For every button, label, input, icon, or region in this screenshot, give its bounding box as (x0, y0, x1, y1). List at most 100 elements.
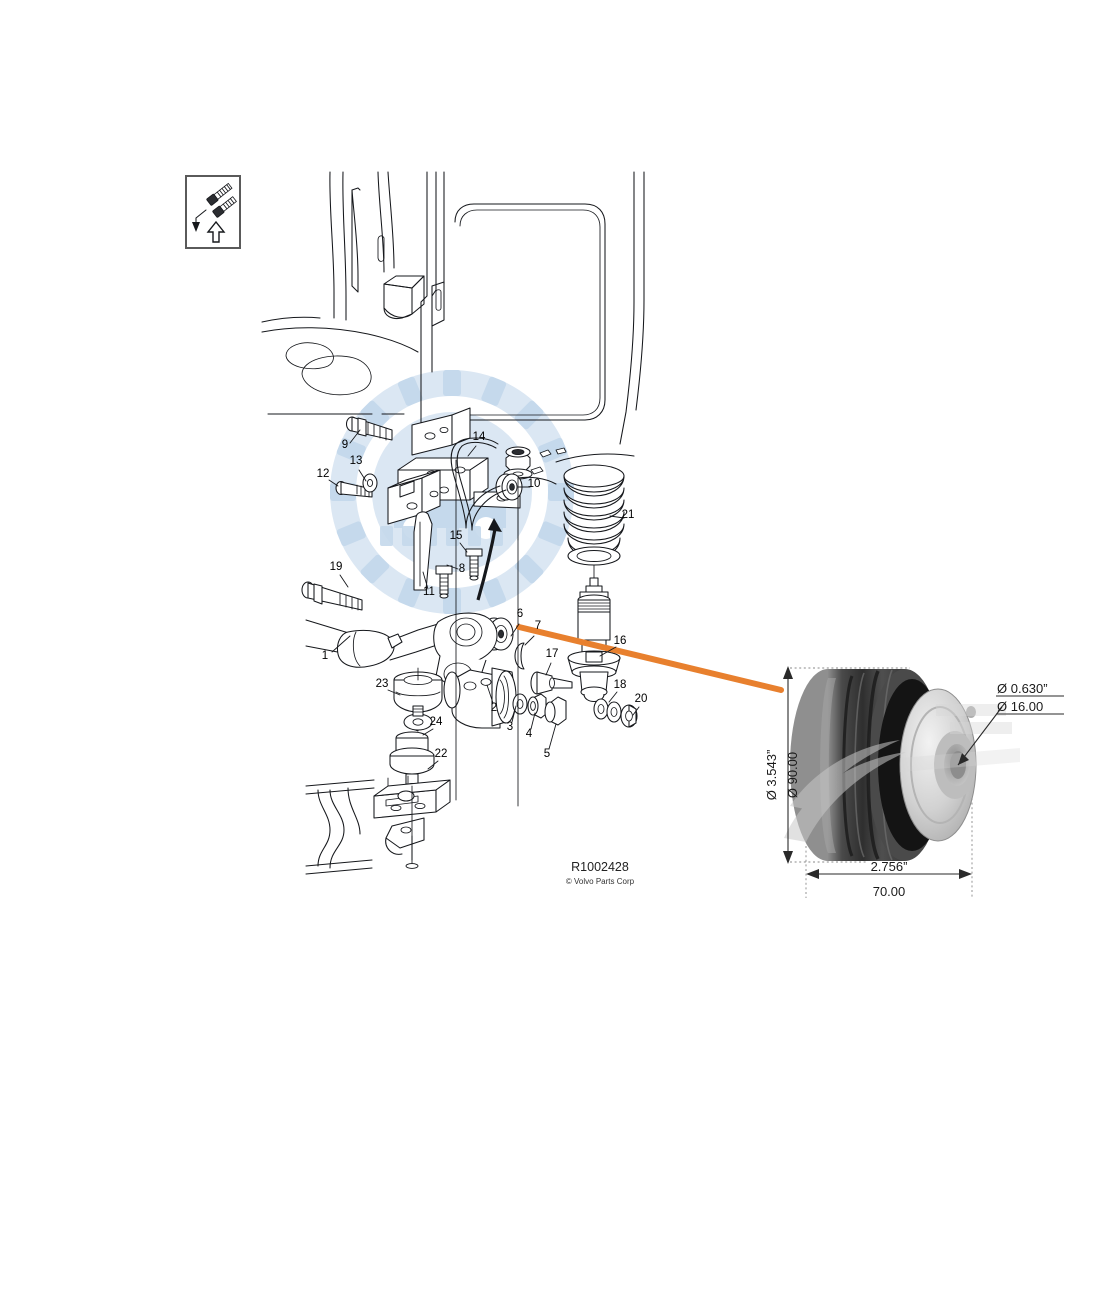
callout-20: 20 (632, 693, 648, 716)
callout-label-12: 12 (317, 468, 330, 480)
part-rubber-mount-23 (393, 667, 443, 713)
callout-label-9: 9 (342, 439, 348, 451)
part-washer-24 (403, 705, 433, 732)
part-bolt-9 (345, 416, 393, 441)
part-link-11 (413, 511, 433, 591)
callout-leader-6 (510, 623, 520, 637)
callout-leader-13 (358, 469, 367, 482)
callout-2: 2 (486, 684, 497, 714)
callout-leader-22 (427, 760, 439, 770)
dim-outer-diameter-mm: Ø 90.00 (785, 752, 800, 798)
callout-label-19: 19 (330, 561, 343, 573)
callout-leader-14 (467, 445, 477, 457)
callout-leader-24 (422, 728, 434, 736)
callout-14: 14 (467, 431, 486, 457)
exploded-parts-group (301, 407, 638, 875)
callout-17: 17 (545, 648, 559, 676)
part-nut-4 (527, 693, 547, 719)
callout-16: 16 (599, 635, 626, 657)
assembly-direction-arrow (476, 518, 502, 601)
dim-outer-diameter-inch: Ø 3.543” (764, 750, 779, 801)
callout-6: 6 (510, 608, 523, 637)
callout-leader-21 (609, 515, 625, 519)
callout-3: 3 (507, 705, 517, 733)
callout-9: 9 (342, 429, 361, 451)
callout-leader-15 (459, 542, 468, 553)
dim-width-inch: 2.756” (871, 859, 908, 874)
callout-1: 1 (322, 635, 351, 662)
part-bolt-12 (335, 480, 373, 498)
callout-leader-4 (530, 712, 536, 730)
callout-leader-9 (349, 429, 361, 444)
callout-8: 8 (446, 563, 465, 575)
part-shock-absorber-16 (567, 577, 621, 703)
callout-leader-17 (545, 662, 552, 676)
callout-label-17: 17 (546, 648, 559, 660)
chassis-frame-rail (305, 459, 519, 875)
callout-label-24: 24 (430, 716, 443, 728)
callout-leader-11 (422, 571, 429, 590)
callout-leader-7 (524, 635, 535, 646)
callout-leader-16 (599, 646, 617, 657)
drawing-id: R1002428 (571, 860, 629, 874)
part-snap-ring-7 (514, 642, 525, 670)
callout-5: 5 (544, 723, 557, 760)
callout-22: 22 (427, 748, 448, 770)
callout-label-13: 13 (350, 455, 363, 467)
callout-leader-5 (548, 723, 557, 750)
part-washer-13 (362, 473, 378, 493)
dim-bore-mm: Ø 16.00 (997, 699, 1043, 714)
part-coil-spring-21 (563, 464, 625, 581)
callout-19: 19 (330, 561, 349, 588)
callout-label-22: 22 (435, 748, 448, 760)
part-bolt-19 (301, 581, 363, 611)
part-bolt-15 (465, 548, 483, 581)
part-nut-20 (620, 704, 638, 728)
callout-label-5: 5 (544, 748, 550, 760)
callout-leader-23 (387, 689, 401, 696)
part-clips (530, 447, 567, 475)
callout-label-21: 21 (622, 509, 635, 521)
callout-label-15: 15 (450, 530, 463, 542)
part-rubber-mount-22 (389, 731, 435, 790)
part-cap-5 (544, 696, 567, 726)
callout-leader-12 (328, 479, 339, 487)
callout-label-2: 2 (491, 702, 497, 714)
callout-23: 23 (376, 678, 401, 696)
part-washer-3 (512, 693, 528, 715)
dim-bore-inch: Ø 0.630” (997, 681, 1048, 696)
callout-15: 15 (450, 530, 468, 553)
callout-11: 11 (422, 571, 435, 598)
callout-label-4: 4 (526, 728, 533, 740)
callout-label-14: 14 (473, 431, 486, 443)
copyright-text: © Volvo Parts Corp (566, 877, 635, 886)
part-cylinder-2 (443, 667, 517, 729)
callout-24: 24 (422, 716, 443, 736)
callout-label-1: 1 (322, 650, 328, 662)
callout-label-20: 20 (635, 693, 648, 705)
callout-21: 21 (609, 509, 635, 521)
callout-leader-1 (331, 635, 351, 653)
part-mount-bracket (387, 407, 521, 525)
callout-label-3: 3 (507, 721, 513, 733)
callout-leader-18 (608, 691, 618, 703)
cab-structure-outline (261, 171, 645, 445)
part-bushing-10 (495, 473, 523, 501)
callout-12: 12 (317, 468, 339, 487)
orientation-legend-box (185, 175, 241, 249)
callout-4: 4 (526, 712, 536, 740)
callout-leader-20 (632, 706, 640, 716)
callout-label-11: 11 (423, 586, 435, 598)
callout-label-8: 8 (459, 563, 465, 575)
part-washer-18b (606, 701, 622, 723)
part-bolt-8 (435, 565, 453, 599)
callout-label-7: 7 (535, 620, 541, 632)
callout-7: 7 (524, 620, 541, 646)
callout-10: 10 (517, 478, 541, 490)
callout-label-10: 10 (528, 478, 541, 490)
callout-leader-2 (486, 684, 494, 704)
callout-13: 13 (350, 455, 367, 482)
